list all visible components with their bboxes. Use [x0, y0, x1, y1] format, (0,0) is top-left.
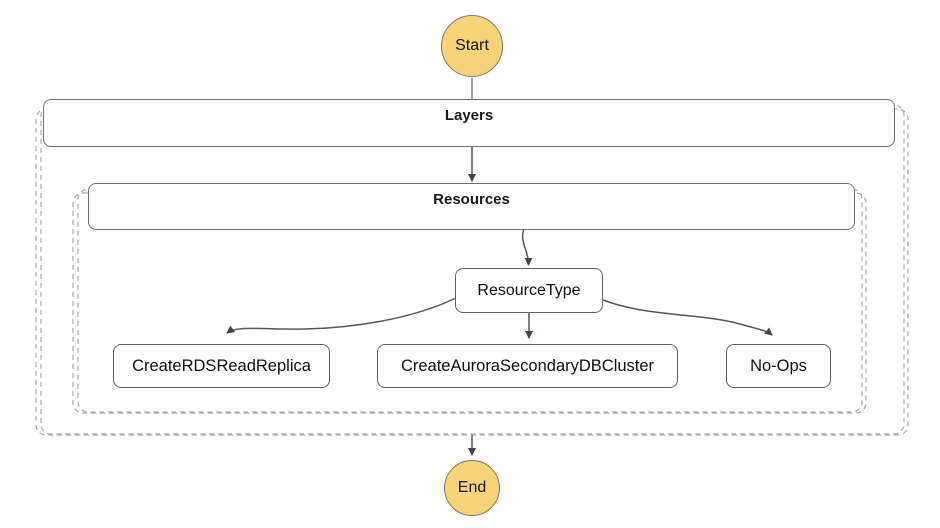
resourcetype-choice-label: ResourceType: [477, 281, 581, 299]
start-node: Start: [441, 15, 503, 77]
resources-group-label: Resources: [433, 191, 510, 208]
noops-label: No-Ops: [750, 356, 807, 375]
resources-group-header: Resources: [88, 183, 855, 230]
connector-resourcetype-to-noops: [602, 299, 773, 336]
createrdsreadreplica-node: CreateRDSReadReplica: [113, 344, 330, 388]
start-node-label: Start: [455, 37, 489, 54]
resourcetype-choice-node: ResourceType: [455, 268, 603, 313]
createaurorasecondarydbcluster-label: CreateAuroraSecondaryDBCluster: [400, 356, 655, 375]
layers-group-label: Layers: [444, 107, 494, 124]
end-node: End: [444, 460, 500, 516]
connector-resources-to-resourcetype: [521, 229, 533, 266]
layers-group-header: Layers: [43, 99, 895, 147]
createaurorasecondarydbcluster-node: CreateAuroraSecondaryDBCluster: [377, 344, 678, 388]
layers-group-dashed-frame-inner: [40, 104, 905, 435]
noops-node: No-Ops: [726, 344, 831, 388]
end-node-label: End: [457, 479, 487, 496]
createrdsreadreplica-label: CreateRDSReadReplica: [132, 356, 311, 375]
connector-resourcetype-to-createrdsreadreplica: [226, 297, 457, 334]
resources-group-dashed-frame-outer: [72, 192, 867, 414]
